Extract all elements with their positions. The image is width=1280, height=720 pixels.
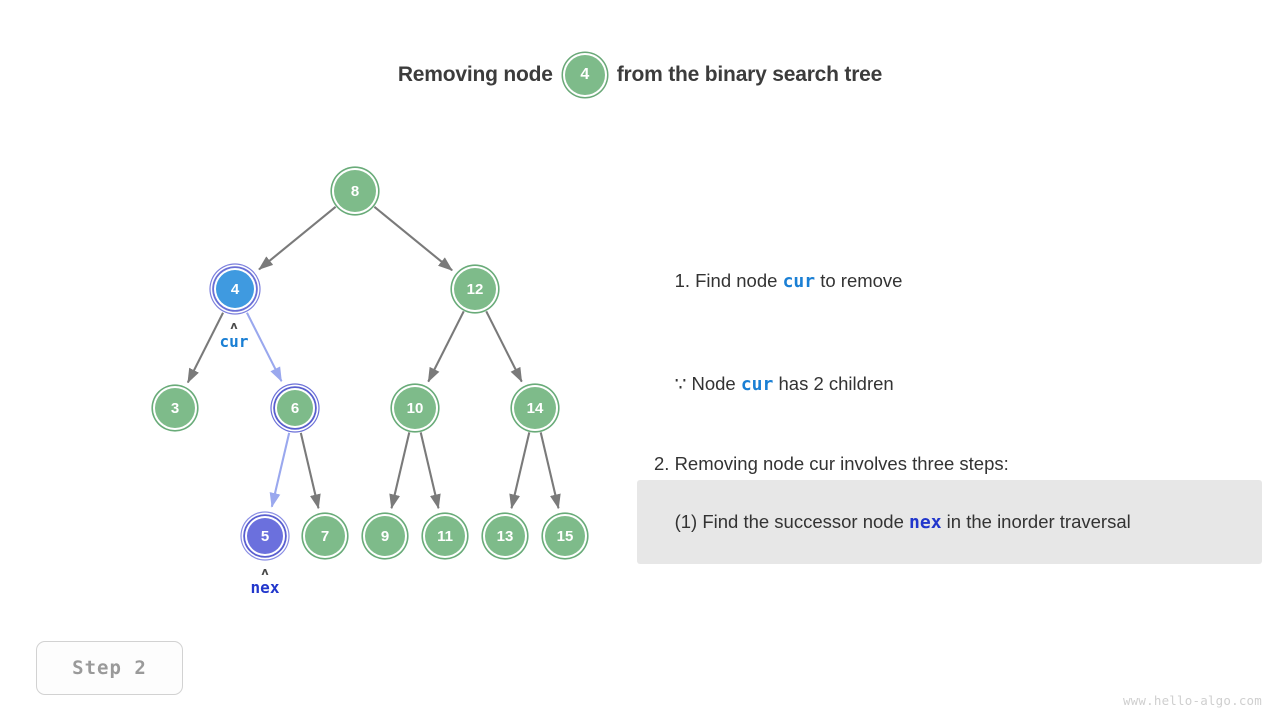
explain-line-2: ∵ Node cur has 2 children	[637, 347, 1262, 422]
tree-edge	[419, 432, 441, 510]
explanation-panel: 1. Find node cur to remove ∵ Node cur ha…	[637, 244, 1262, 565]
tree-edge	[509, 432, 531, 510]
explain-line-2-text-a: ∵ Node	[674, 372, 741, 394]
tree-edge	[245, 312, 283, 382]
tree-node-3[interactable]: 3	[153, 386, 197, 430]
explain-spacer-2	[637, 422, 1262, 450]
tree-node-14[interactable]: 14	[512, 385, 558, 431]
tree-node-5[interactable]: 5	[245, 516, 285, 556]
tree-edge	[373, 206, 453, 272]
title-prefix: Removing node	[397, 63, 553, 86]
tree-edge	[485, 310, 523, 383]
tree-edges-layer	[186, 206, 561, 510]
explain-spacer-1	[637, 319, 1262, 347]
tree-edge	[186, 312, 225, 384]
tree-node-11[interactable]: 11	[423, 514, 467, 558]
pointer-caret-icon: ʌ	[230, 319, 238, 332]
title-node-badge: 4	[562, 53, 607, 97]
explain-line-4-keyword: nex	[909, 511, 942, 533]
tree-node-15[interactable]: 15	[543, 514, 587, 558]
tree-node-8[interactable]: 8	[332, 168, 378, 214]
tree-node-12[interactable]: 12	[452, 266, 498, 312]
tree-edge	[389, 432, 411, 510]
tree-node-10[interactable]: 10	[392, 385, 438, 431]
pointer-caret-icon: ʌ	[261, 565, 269, 578]
pointer-text-cur: cur	[219, 332, 249, 351]
tree-edge	[258, 206, 337, 271]
tree-edge	[539, 432, 561, 510]
explain-line-3: 2. Removing node cur involves three step…	[654, 452, 1009, 474]
tree-node-7[interactable]: 7	[303, 514, 347, 558]
tree-edge	[299, 432, 321, 510]
tree-node-6[interactable]: 6	[275, 388, 315, 428]
tree-node-13[interactable]: 13	[483, 514, 527, 558]
tree-edge	[427, 310, 465, 383]
explain-line-4-highlighted: (1) Find the successor node nex in the i…	[637, 479, 1262, 565]
watermark: www.hello-algo.com	[1122, 693, 1262, 708]
pointer-text-nex: nex	[250, 578, 280, 597]
explain-line-1-text-a: 1. Find node	[674, 270, 783, 292]
explain-line-1-text-b: to remove	[815, 270, 903, 292]
explain-line-1: 1. Find node cur to remove	[637, 244, 1262, 319]
tree-node-9[interactable]: 9	[363, 514, 407, 558]
tree-node-4[interactable]: 4	[214, 268, 256, 310]
explain-line-1-keyword: cur	[782, 271, 816, 293]
explain-line-4-text-b: in the inorder traversal	[941, 510, 1131, 532]
tree-edge	[269, 432, 291, 508]
explain-line-2-text-b: has 2 children	[773, 372, 894, 394]
title-suffix: from the binary search tree	[616, 63, 883, 86]
explain-line-2-keyword: cur	[740, 373, 774, 395]
explain-line-4-text-a: (1) Find the successor node	[674, 510, 910, 532]
step-badge: Step 2	[36, 641, 183, 695]
page-title: Removing node 4 from the binary search t…	[0, 52, 1280, 98]
